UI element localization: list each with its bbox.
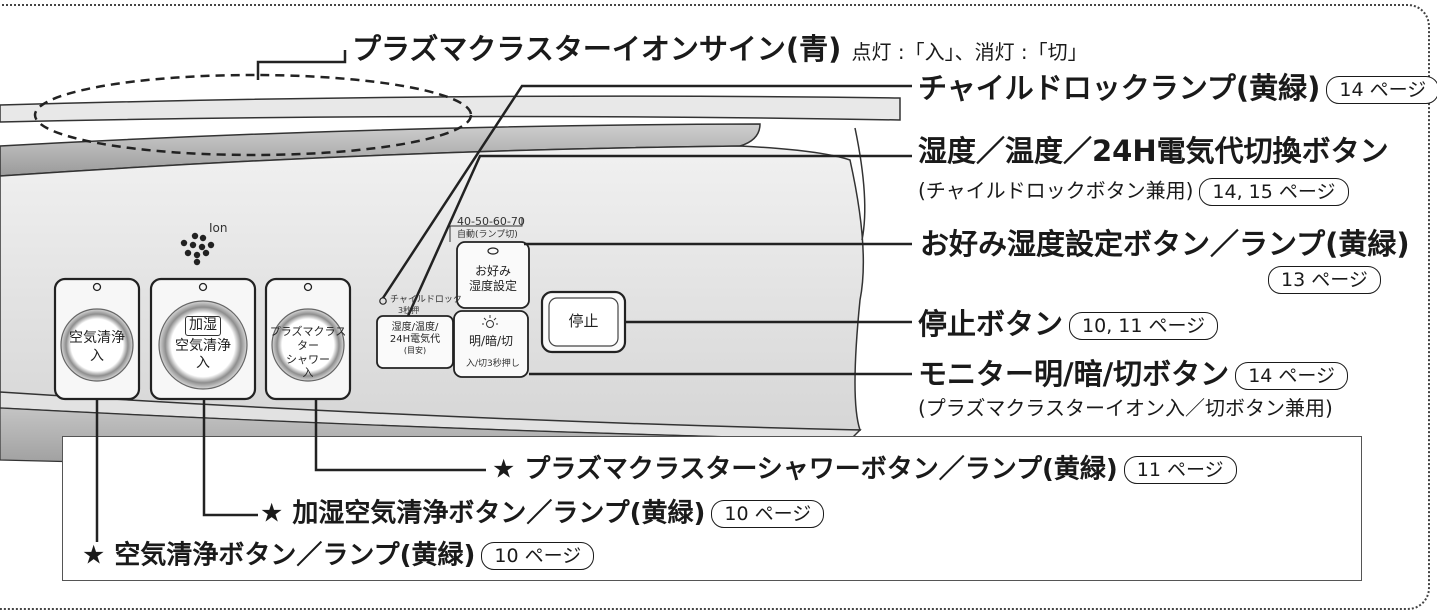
aircleaner-button-on: 入 [90, 347, 104, 364]
childlock-small-label: チャイルドロック [390, 295, 462, 305]
child-lock-lamp-label: チャイルドロックランプ(黄緑) [918, 71, 1321, 105]
favorite-humidity-label: お好み湿度設定ボタン／ランプ(黄緑) [920, 227, 1410, 261]
humidity-button-page-ref: 14, 15 ページ [1199, 178, 1349, 206]
monitor-button-page-ref: 14 ページ [1235, 362, 1349, 390]
aircleaner-button[interactable]: 空気清浄 入 [60, 330, 134, 365]
monitor-button-sub: (プラズマクラスターイオン入／切ボタン兼用) [918, 396, 1333, 420]
plasma-sign-label: プラズマクラスターイオンサイン(青) [352, 32, 842, 66]
humidify-button-on: 入 [196, 355, 210, 371]
aircleaner-button-label: 空気清浄 [69, 330, 125, 346]
shower-button-on: 入 [302, 366, 314, 380]
aircleaner-button-callout: ★ 空気清浄ボタン／ランプ(黄緑)10 ページ [82, 540, 595, 571]
child-lock-lamp-callout: チャイルドロックランプ(黄緑)14 ページ [918, 74, 1437, 104]
ion-label: Ion [209, 221, 228, 235]
shower-button-page-ref: 11 ページ [1123, 456, 1237, 484]
favorite-humidity-callout: お好み湿度設定ボタン／ランプ(黄緑) [920, 230, 1410, 259]
mode-button-label-1: 湿度/温度/ [391, 322, 439, 333]
favorite-humidity-page-callout: 13 ページ [1262, 266, 1381, 294]
stop-button-label: 停止 [568, 312, 599, 330]
humidify-button-callout: ★ 加湿空気清浄ボタン／ランプ(黄緑)10 ページ [260, 498, 825, 529]
plasma-sign-note: 点灯 :「入」、消灯 :「切」 [851, 40, 1088, 64]
monitor-button-sublabel: 入/切3秒押し [466, 359, 520, 369]
humidify-button[interactable]: 加湿 空気清浄 入 [161, 316, 245, 373]
stop-button[interactable]: 停止 [549, 312, 618, 331]
humidify-button-page-ref: 10 ページ [711, 500, 825, 528]
shower-button-callout-label: ★ プラズマクラスターシャワーボタン／ランプ(黄緑) [492, 454, 1118, 485]
childlock-small-label-2: 3秒押 [398, 306, 420, 315]
favorite-humidity-button[interactable]: お好み 湿度設定 [457, 264, 529, 294]
aircleaner-button-page-ref: 10 ページ [481, 542, 595, 570]
monitor-button[interactable]: 明/暗/切 [454, 334, 528, 349]
favorite-humidity-page-ref: 13 ページ [1268, 266, 1381, 294]
favorite-humidity-label-1: お好み [474, 264, 511, 278]
plasma-sign-callout: プラズマクラスターイオンサイン(青) 点灯 :「入」、消灯 :「切」 [352, 35, 1088, 64]
humidity-levels: 40-50-60-70 [457, 215, 525, 228]
stop-button-callout-label: 停止ボタン [918, 307, 1064, 341]
mode-button-label-3: (目安) [403, 346, 427, 355]
mode-button[interactable]: 湿度/温度/ 24H電気代 (目安) [377, 322, 453, 356]
monitor-button-label: 明/暗/切 [468, 334, 514, 348]
humidify-tag: 加湿 [185, 316, 221, 336]
shower-button[interactable]: プラズマクラスター シャワー 入 [266, 325, 350, 380]
humidity-button-callout: 湿度／温度／24H電気代切換ボタン [918, 137, 1389, 166]
child-lock-lamp-page-ref: 14 ページ [1326, 76, 1437, 104]
favorite-humidity-label-2: 湿度設定 [468, 279, 517, 293]
dotted-frame [0, 4, 1430, 610]
humidity-button-label: 湿度／温度／24H電気代切換ボタン [918, 134, 1389, 168]
humidity-auto: 自動(ランプ切) [457, 230, 518, 240]
humidify-button-callout-label: ★ 加湿空気清浄ボタン／ランプ(黄緑) [260, 498, 706, 529]
humidity-button-sub-callout: (チャイルドロックボタン兼用)14, 15 ページ [918, 178, 1349, 206]
monitor-button-sub-callout: (プラズマクラスターイオン入／切ボタン兼用) [918, 398, 1333, 418]
monitor-button-callout-label: モニター明/暗/切ボタン [918, 357, 1230, 391]
aircleaner-button-callout-label: ★ 空気清浄ボタン／ランプ(黄緑) [82, 540, 476, 571]
humidify-button-label: 空気清浄 [175, 337, 231, 354]
shower-button-label-2: シャワー [286, 352, 330, 366]
humidity-button-sub: (チャイルドロックボタン兼用) [918, 178, 1194, 203]
stop-button-page-ref: 10, 11 ページ [1069, 312, 1219, 340]
mode-button-label-2: 24H電気代 [389, 334, 441, 345]
shower-button-label-1: プラズマクラスター [269, 325, 347, 352]
shower-button-callout: ★ プラズマクラスターシャワーボタン／ランプ(黄緑)11 ページ [492, 456, 1237, 484]
